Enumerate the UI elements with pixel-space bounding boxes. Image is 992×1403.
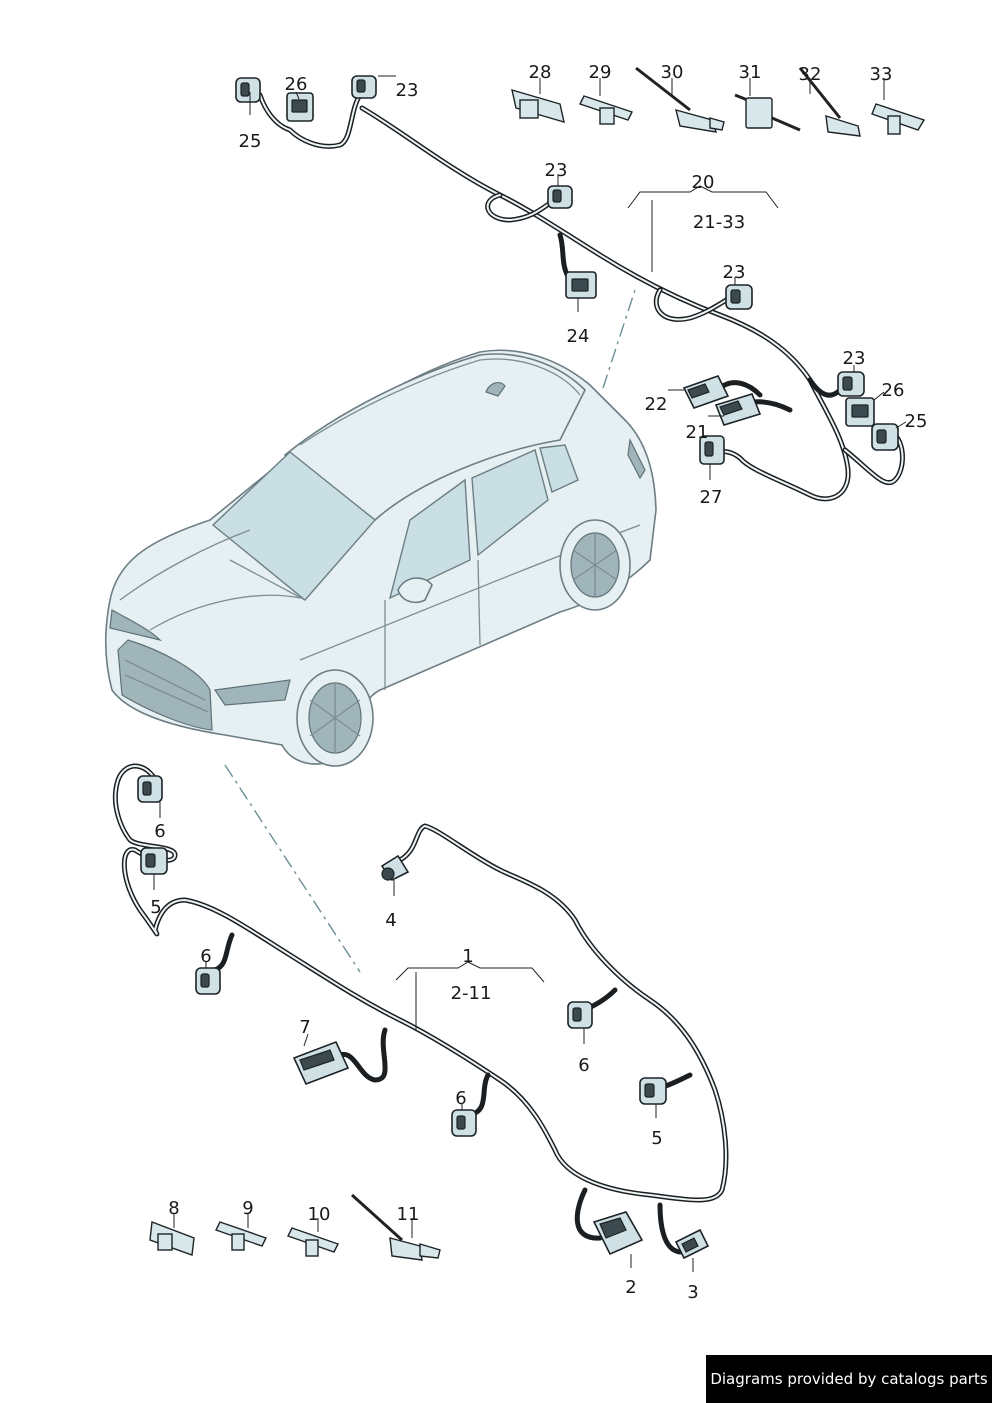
callout-20-range: 21-33 [693,212,745,233]
connector-4 [380,854,410,882]
callout-29: 29 [589,62,612,83]
callout-7: 7 [299,1017,310,1038]
connector-22 [682,375,730,409]
front-harness-leader [224,764,361,973]
connector-25-a [235,77,261,103]
callout-10: 10 [308,1204,331,1225]
part-32 [798,67,861,137]
connector-5-b [639,1077,667,1105]
callout-6-a: 6 [154,821,165,842]
connector-24 [565,271,597,299]
rear-harness-leader [602,289,636,389]
connector-23-a [351,75,377,99]
connector-6-a [137,775,163,803]
front-parking-harness [112,763,729,1260]
rear-parking-harness [235,75,905,502]
connector-23-b [547,185,573,209]
part-30 [635,66,725,133]
callout-6-b: 6 [200,946,211,967]
connector-23-d [837,371,865,397]
attribution-banner: Diagrams provided by catalogs parts [706,1355,992,1403]
callout-23-d: 23 [843,348,866,369]
part-28 [511,88,565,124]
callout-23-a: 23 [396,80,419,101]
callout-4: 4 [385,910,396,931]
part-10 [287,1227,339,1257]
small-parts-rear [511,66,926,137]
callout-24: 24 [567,326,590,347]
callout-33: 33 [870,64,893,85]
callout-6-d: 6 [578,1055,589,1076]
callout-25-a: 25 [239,131,262,152]
callout-22: 22 [645,394,668,415]
connector-25-b [871,423,899,451]
callout-26-a: 26 [285,74,308,95]
callout-31: 31 [739,62,762,83]
callout-32: 32 [799,64,822,85]
callout-28: 28 [529,62,552,83]
callout-5-a: 5 [150,897,161,918]
callout-leaders [153,75,907,1272]
connector-7 [292,1040,350,1086]
callout-5-b: 5 [651,1128,662,1149]
callout-1: 1 [462,946,473,967]
callout-11: 11 [397,1204,420,1225]
small-parts-front [149,1193,441,1261]
connector-26-b [845,397,875,427]
connector-5-a [140,847,168,875]
callout-6-c: 6 [455,1088,466,1109]
connector-27 [699,435,725,465]
callout-9: 9 [242,1198,253,1219]
callout-1-range: 2-11 [451,983,492,1004]
part-29 [579,95,633,125]
part-11 [350,1193,441,1261]
callout-25-b: 25 [905,411,928,432]
connector-6-d [567,1001,593,1029]
callout-23-c: 23 [723,262,746,283]
connector-6-c [451,1109,477,1137]
connector-23-c [725,284,753,310]
part-31 [734,93,801,132]
callout-labels: 26 25 23 28 29 30 31 32 33 23 20 21-33 2… [150,62,927,1303]
callout-27: 27 [700,487,723,508]
callout-21: 21 [686,422,709,443]
callout-3: 3 [687,1282,698,1303]
connector-3 [674,1228,710,1260]
callout-20: 20 [692,172,715,193]
callout-23-b: 23 [545,160,568,181]
callout-30: 30 [661,62,684,83]
connector-21 [714,393,762,426]
connector-26-a [286,92,314,122]
part-9 [215,1221,267,1251]
part-8 [149,1221,195,1256]
callout-2: 2 [625,1277,636,1298]
connector-2 [592,1211,644,1256]
car-illustration [104,349,657,767]
connector-6-b [195,967,221,995]
callout-26-b: 26 [882,380,905,401]
callout-8: 8 [168,1198,179,1219]
part-33 [871,103,926,135]
